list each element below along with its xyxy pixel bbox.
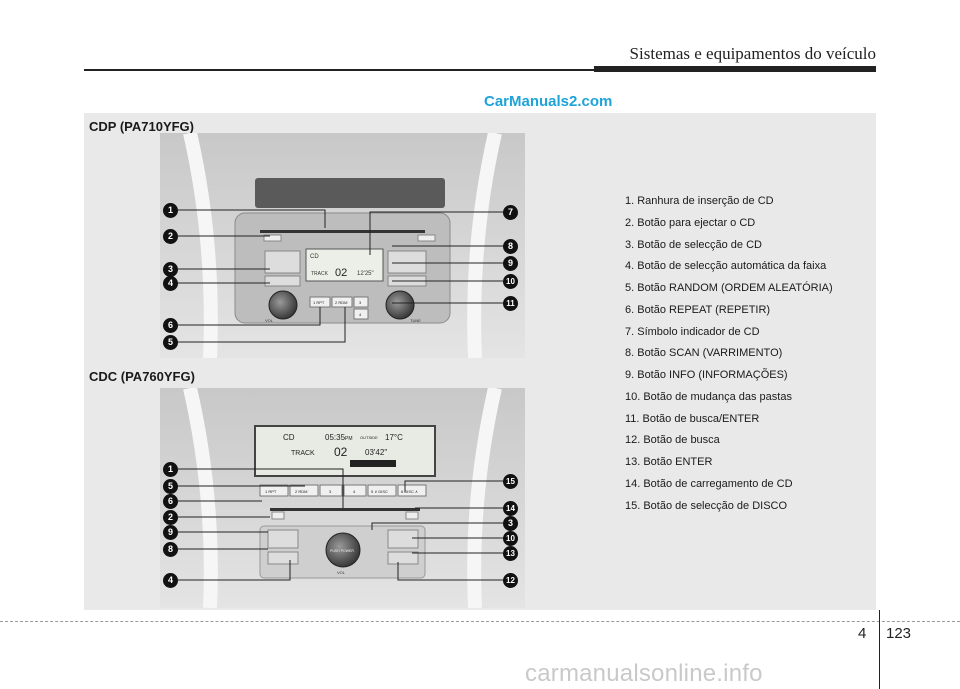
cdp-tune-label: TUNE — [410, 318, 421, 323]
cdp-callout-3: 3 — [163, 262, 178, 277]
legend-item: 1. Ranhura de inserção de CD — [625, 195, 774, 207]
legend-item: 7. Símbolo indicador de CD — [625, 325, 760, 338]
cdp-callout-7: 7 — [503, 205, 518, 220]
cdc-callout-4: 4 — [163, 573, 178, 588]
cdc-callout-13: 13 — [503, 546, 518, 561]
cdc-callout-15: 15 — [503, 474, 518, 489]
cdp-button-4[interactable]: 4 — [359, 312, 362, 317]
legend-item: 6. Botão REPEAT (REPETIR) — [625, 303, 771, 316]
cdc-display-temp-label: OUTSIDE — [360, 435, 378, 440]
legend-item: 10. Botão de mudança das pastas — [625, 390, 792, 403]
cdc-button-4[interactable]: 4 — [353, 489, 356, 494]
cdp-section-title: CDP (PA710YFG) — [89, 119, 194, 134]
legend-item: 8. Botão SCAN (VARRIMENTO) — [625, 347, 783, 360]
cdp-callout-10: 10 — [503, 274, 518, 289]
cdc-button-3[interactable]: 3 — [329, 489, 332, 494]
legend-item: 11. Botão de busca/ENTER — [625, 412, 760, 425]
cdp-display-track: 02 — [335, 267, 347, 279]
cdc-callout-2: 2 — [163, 510, 178, 525]
cdp-callout-6: 6 — [163, 318, 178, 333]
cdc-callout-9: 9 — [163, 525, 178, 540]
cdc-section-title: CDC (PA760YFG) — [89, 369, 195, 384]
cdc-button-6[interactable]: 6 DISC ∧ — [401, 489, 418, 494]
legend-item: 5. Botão RANDOM (ORDEM ALEATÓRIA) — [625, 282, 833, 294]
cdc-callout-1: 1 — [163, 462, 178, 477]
cdc-display-clock: 05:35 — [325, 433, 346, 442]
cdp-callout-5: 5 — [163, 335, 178, 350]
cdc-callout-5: 5 — [163, 479, 178, 494]
page-number-separator — [879, 610, 880, 689]
legend-item: 14. Botão de carregamento de CD — [625, 477, 793, 490]
legend-item: 9. Botão INFO (INFORMAÇÕES) — [625, 369, 788, 381]
cdp-callout-8: 8 — [503, 239, 518, 254]
legend-item: 3. Botão de selecção de CD — [625, 238, 762, 251]
cdp-callout-9: 9 — [503, 256, 518, 271]
legend-item: 4. Botão de selecção automática da faixa — [625, 260, 827, 273]
cdp-button-2[interactable]: 2 RDM — [335, 300, 347, 305]
watermark[interactable]: CarManuals2.com — [484, 93, 613, 110]
page-number: 123 — [886, 625, 912, 642]
legend-item: 12. Botão de busca — [625, 434, 720, 447]
site-watermark[interactable]: carmanualsonline.info — [525, 660, 763, 687]
cdc-power-label: PUSH POWER — [330, 549, 354, 553]
legend-item: 15. Botão de selecção de DISCO — [625, 499, 788, 512]
cdp-vol-label: VOL — [265, 318, 274, 323]
cdc-display-track: 02 — [334, 445, 348, 459]
footer-rule — [0, 621, 960, 622]
header-rule — [84, 69, 594, 71]
cdc-button-2[interactable]: 2 RDM — [295, 489, 307, 494]
cdp-callout-2: 2 — [163, 229, 178, 244]
cdp-callout-11: 11 — [503, 296, 518, 311]
cdc-display-time: 03'42" — [365, 448, 387, 457]
legend-item: 2. Botão para ejectar o CD — [625, 216, 756, 229]
chapter-number: 4 — [858, 625, 867, 642]
cdc-button-1[interactable]: 1 RPT — [265, 489, 277, 494]
cdp-display-track-label: TRACK — [311, 271, 329, 277]
cdc-display-temp: 17°C — [385, 433, 403, 442]
cdc-button-5[interactable]: 5 ∨ DISC — [371, 489, 388, 494]
header-bar — [594, 66, 876, 72]
cdc-callout-12: 12 — [503, 573, 518, 588]
cdc-display-track-label: TRACK — [291, 450, 315, 457]
cdc-display-source: CD — [283, 433, 295, 442]
cdc-callout-14: 14 — [503, 501, 518, 516]
page-header-title: Sistemas e equipamentos do veículo — [629, 44, 876, 63]
cdp-callout-4: 4 — [163, 276, 178, 291]
legend-list: 1. Ranhura de inserção de CD 2. Botão pa… — [625, 191, 875, 517]
cdc-callout-10: 10 — [503, 531, 518, 546]
cdp-callout-1: 1 — [163, 203, 178, 218]
cdc-callout-3: 3 — [503, 516, 518, 531]
cdp-button-3[interactable]: 3 — [359, 300, 362, 305]
cdp-display-source: CD — [310, 254, 319, 260]
cdp-button-1[interactable]: 1 RPT — [313, 300, 325, 305]
cdc-display-clock-suffix: PM — [345, 436, 353, 442]
cdc-vol-label: VOL — [337, 570, 346, 575]
cdc-callout-8: 8 — [163, 542, 178, 557]
cdc-callout-6: 6 — [163, 494, 178, 509]
legend-item: 13. Botão ENTER — [625, 456, 713, 468]
cdp-display-time: 12'25" — [357, 271, 374, 277]
